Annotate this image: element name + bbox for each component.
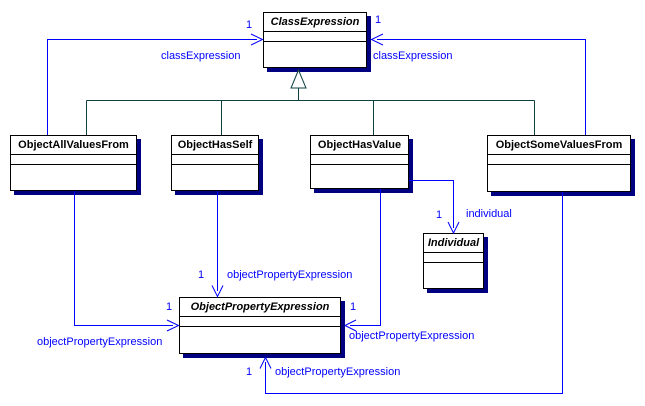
multiplicity-label: 1 [436,209,443,221]
generalization-triangle-icon [290,68,307,89]
multiplicity-label: 1 [198,269,205,281]
class-title: ObjectSomeValuesFrom [488,136,630,155]
class-box-objecthasvalue[interactable]: ObjectHasValue [310,135,409,189]
role-label: objectPropertyExpression [275,366,401,378]
multiplicity-label: 1 [246,366,253,378]
role-label: objectPropertyExpression [227,269,353,281]
attributes-compartment [488,155,630,165]
class-box-objectallvaluesfrom[interactable]: ObjectAllValuesFrom [10,135,137,191]
class-box-classexpression[interactable]: ClassExpression [263,12,367,68]
attributes-compartment [264,32,366,42]
arrowhead-icon [370,33,384,46]
generalization-tree [86,68,535,135]
arrowhead-icon [447,221,460,235]
association-line-somevaluesfrom-objectpropertyexpression [265,192,563,394]
class-title: ObjectPropertyExpression [180,298,340,317]
generalization-lines [86,88,535,135]
class-title: ClassExpression [264,13,366,32]
attributes-compartment [180,317,340,327]
class-box-objectpropertyexpression[interactable]: ObjectPropertyExpression [179,297,341,354]
class-box-objecthasself[interactable]: ObjectHasSelf [171,135,259,191]
attributes-compartment [311,155,408,165]
arrowhead-icon [211,285,224,298]
class-title: ObjectHasSelf [172,136,258,155]
arrowhead-icon [250,33,264,46]
attributes-compartment [172,155,258,165]
class-box-objectsomevaluesfrom[interactable]: ObjectSomeValuesFrom [487,135,631,192]
association-line-allvaluesfrom-objectpropertyexpression [74,191,173,326]
role-label: objectPropertyExpression [349,330,475,342]
arrowhead-icon [166,319,180,332]
class-box-individual[interactable]: Individual [423,233,484,289]
multiplicity-label: 1 [375,14,382,26]
attributes-compartment [424,253,483,263]
class-title: ObjectAllValuesFrom [11,136,136,155]
multiplicity-label: 1 [246,19,253,31]
role-label: classExpression [161,50,241,62]
multiplicity-label: 1 [350,301,357,313]
arrowhead-icon [259,356,272,369]
multiplicity-label: 1 [166,301,173,313]
class-title: Individual [424,234,483,253]
attributes-compartment [11,155,136,165]
role-label: individual [466,208,512,220]
class-title: ObjectHasValue [311,136,408,155]
association-line-hasvalue-individual [409,180,454,228]
role-label: objectPropertyExpression [37,336,163,348]
role-label: classExpression [373,50,453,62]
